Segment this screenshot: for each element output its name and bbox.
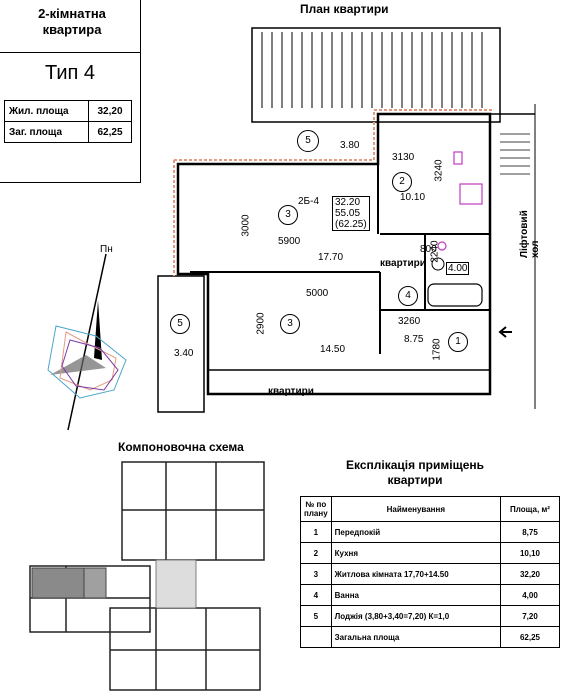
row-no: 1	[300, 521, 332, 543]
explication-title-line2: квартири	[387, 473, 443, 487]
north-label: Пн	[100, 244, 113, 255]
kitchen-area: 10.10	[400, 192, 426, 203]
bath-small: 800	[420, 244, 437, 255]
total-label: Загальна площа	[330, 626, 502, 648]
row-name: Кухня	[330, 542, 502, 564]
living-upper-area: 17.70	[318, 252, 344, 263]
living-area-value: 32,20	[88, 100, 132, 122]
apartment-code: 2Б-4	[298, 196, 320, 207]
row-area: 10,10	[500, 542, 560, 564]
row-area: 8,75	[500, 521, 560, 543]
header-area: Площа, м²	[500, 496, 560, 522]
apartment-title: 2-кімнатна квартира	[8, 6, 136, 38]
explication-title: Експлікація приміщень квартири	[300, 458, 530, 488]
hall-width: 3260	[398, 316, 421, 327]
apartments-label-right: квартири	[380, 258, 426, 269]
lift-hall-label: Ліфтовий хол	[519, 210, 541, 258]
compass-rose	[47, 253, 127, 431]
row-no: 5	[300, 605, 332, 627]
layout-scheme	[29, 461, 265, 691]
total-area-label: Заг. площа	[4, 121, 89, 143]
explication-header-row: № по плану Найменування Площа, м²	[300, 496, 560, 522]
table-row: 5 Лоджія (3,80+3,40=7,20) К=1,0 7,20	[300, 605, 560, 627]
bath-area: 4.00	[446, 262, 470, 275]
balcony-left-area: 3.40	[174, 348, 194, 359]
apartment-info-box	[0, 0, 141, 183]
row-name: Житлова кімната 17,70+14.50	[330, 563, 502, 585]
header-no: № по плану	[300, 496, 332, 522]
room-label-balcony-top: 5	[297, 130, 319, 152]
row-area: 7,20	[500, 605, 560, 627]
total-area-row: Заг. площа 62,25	[4, 121, 132, 143]
living-area-row: Жил. площа 32,20	[4, 100, 132, 122]
total-empty	[300, 626, 332, 648]
room-label-hall: 1	[448, 332, 468, 352]
summary-block: 32.20 55.05 (62.25)	[332, 196, 370, 231]
total-value: 62,25	[500, 626, 560, 648]
table-row: 3 Житлова кімната 17,70+14.50 32,20	[300, 563, 560, 585]
row-no: 2	[300, 542, 332, 564]
room-label-kitchen: 2	[392, 172, 412, 192]
explication-table: № по плану Найменування Площа, м² 1 Пере…	[300, 496, 560, 648]
kitchen-width: 3130	[392, 152, 415, 163]
row-name: Ванна	[330, 584, 502, 606]
summary-total: (62.25)	[335, 219, 367, 230]
table-row: 1 Передпокій 8,75	[300, 521, 560, 543]
floor-plan	[157, 27, 536, 413]
living-upper-depth: 3000	[240, 214, 252, 237]
summary-living: 32.20	[335, 197, 361, 208]
table-row: 4 Ванна 4,00	[300, 584, 560, 606]
living-lower-depth: 2900	[255, 312, 267, 335]
kitchen-depth: 3240	[433, 159, 445, 182]
room-label-living-upper: 3	[278, 205, 298, 225]
row-name: Передпокій	[330, 521, 502, 543]
total-row: Загальна площа 62,25	[300, 626, 560, 648]
bath-depth: 2240	[429, 240, 441, 263]
row-no: 4	[300, 584, 332, 606]
row-area: 4,00	[500, 584, 560, 606]
apartment-title-line1: 2-кімнатна	[38, 6, 106, 21]
area-summary-table: Жил. площа 32,20 Заг. площа 62,25	[4, 100, 132, 143]
living-area-label: Жил. площа	[4, 100, 89, 122]
total-area-value: 62,25	[88, 121, 132, 143]
room-label-living-lower: 3	[280, 314, 300, 334]
header-name: Найменування	[330, 496, 502, 522]
living-lower-width: 5000	[306, 288, 329, 299]
scheme-title: Компоновочна схема	[118, 440, 244, 454]
explication-title-line1: Експлікація приміщень	[345, 458, 485, 472]
hall-area: 8.75	[404, 334, 424, 345]
room-label-bath: 4	[398, 286, 418, 306]
row-name: Лоджія (3,80+3,40=7,20) К=1,0	[330, 605, 502, 627]
apartment-title-line2: квартира	[42, 22, 102, 37]
living-upper-width: 5900	[278, 236, 301, 247]
living-lower-area: 14.50	[320, 344, 346, 355]
plan-title: План квартири	[300, 2, 389, 16]
row-area: 32,20	[500, 563, 560, 585]
apartment-type: Тип 4	[44, 62, 96, 84]
hall-depth: 1780	[431, 338, 443, 361]
summary-general: 55.05	[335, 208, 361, 219]
info-divider	[0, 52, 140, 53]
room-label-balcony-left: 5	[170, 314, 190, 334]
row-no: 3	[300, 563, 332, 585]
balcony-top-area: 3.80	[340, 140, 360, 151]
table-row: 2 Кухня 10,10	[300, 542, 560, 564]
apartments-label-bottom: квартири	[268, 386, 314, 397]
